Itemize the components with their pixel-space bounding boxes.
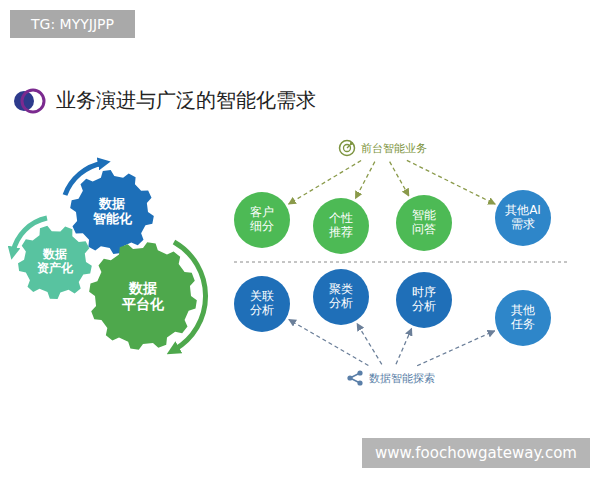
logo-ring [22,90,44,112]
gear-node: 数据 智能化 [70,170,154,254]
gear-outline [89,242,197,350]
circle-node: 智能 问答 [396,195,452,251]
circle-node: 客户 细分 [234,192,290,248]
dashed-arrow [396,328,412,364]
dashed-arrow [289,320,369,366]
watermark: TG: MYYJJPP [10,10,135,38]
dashed-arrow [289,161,362,205]
node-label: 个性 推荐 [329,212,353,240]
node-label: 前台智能业务 [361,141,427,156]
dashed-arrow [390,162,409,196]
dashed-arrow [417,331,495,366]
node-label: 时序 分析 [412,286,436,314]
dashed-arrow [355,162,374,199]
target-icon [338,139,356,157]
divider-line [234,262,568,263]
group-heading: 前台智能业务 [336,137,429,159]
gear-node: 数据 平台化 [89,242,197,350]
node-label: 智能 问答 [412,209,436,237]
share-icon [346,369,364,387]
node-label: 数据 智能化 [93,197,132,227]
gear-outline [18,226,92,299]
group-heading: 数据智能探索 [344,367,437,389]
gear-node: 数据 资产化 [18,225,92,299]
circle-node: 其他AI 需求 [495,190,551,246]
dashed-arrow [357,324,382,365]
node-label: 数据智能探索 [369,371,435,386]
node-label: 聚类 分析 [329,283,353,311]
circle-node: 时序 分析 [396,272,452,328]
circle-node: 关联 分析 [234,276,290,332]
node-label: 其他 任务 [511,304,535,332]
node-label: 关联 分析 [250,290,274,318]
node-label: 数据 平台化 [122,280,164,312]
node-label: 数据 资产化 [37,248,73,276]
page-title: 业务演进与广泛的智能化需求 [56,87,316,114]
node-label: 其他AI 需求 [505,204,541,232]
node-label: 客户 细分 [250,206,274,234]
watermark: www.foochowgateway.com [362,438,590,468]
gear-outline [70,170,154,254]
circle-node: 个性 推荐 [313,198,369,254]
circle-node: 其他 任务 [495,290,551,346]
circle-node: 聚类 分析 [313,269,369,325]
